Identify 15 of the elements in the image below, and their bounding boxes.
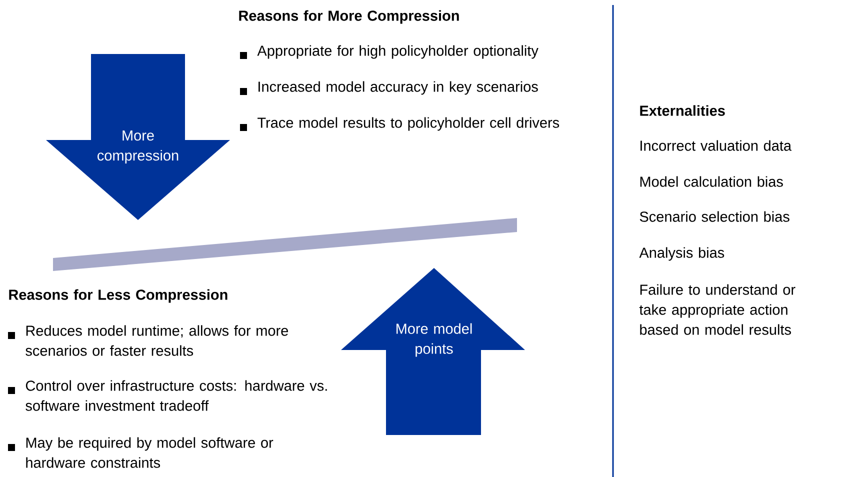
section-heading: Reasons for More Compression — [239, 10, 459, 24]
list-item: Incorrect valuation data — [640, 140, 792, 151]
bullet-text: Appropriate for high policyholder optionality — [257, 45, 538, 59]
list-item: Scenario selection bias — [640, 211, 790, 222]
balance-beam — [53, 218, 517, 271]
bullet-text: Increased model accuracy in key scenarios — [258, 81, 538, 95]
bullet-text: Trace model results to policyholder cell drivers — [258, 117, 560, 131]
list-item: Model calculation bias — [640, 176, 783, 187]
bullet-text: Reduces model runtime; allows for more scenarios or faster results — [26, 325, 288, 356]
list-item: Failure to understand or take appropriate action based on model results — [639, 284, 796, 335]
list-item: Analysis bias — [639, 247, 724, 261]
section-heading: Externalities — [640, 105, 725, 116]
bullet-text: May be required by model software or hardware constraints — [26, 437, 274, 468]
section-heading: Reasons for Less Compression — [9, 289, 228, 303]
bullet-text: Control over infrastructure costs: hardware vs. software investment tradeoff — [26, 380, 327, 411]
